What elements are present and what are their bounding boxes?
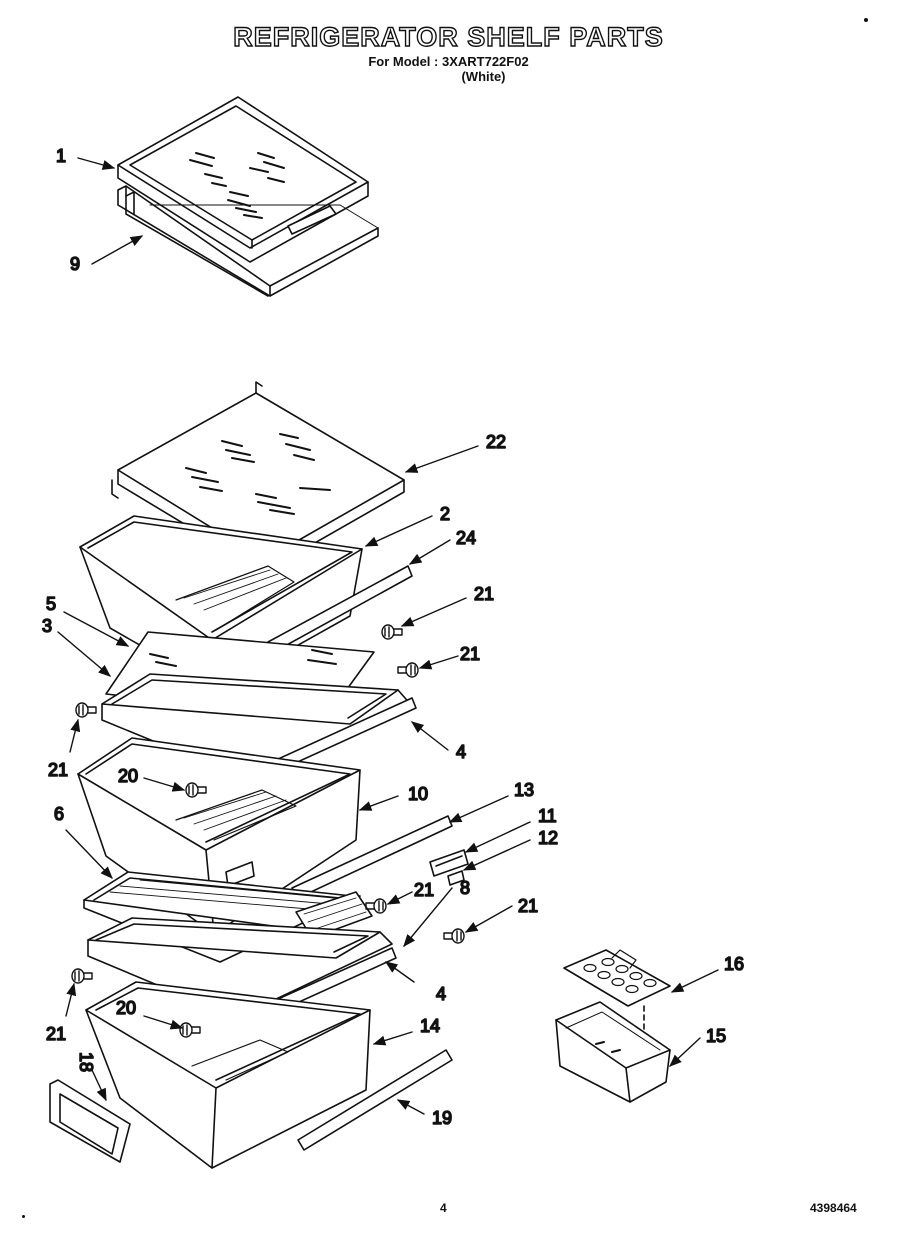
model-line: For Model : 3XART722F02	[368, 54, 529, 69]
callout-21: 21	[518, 896, 538, 916]
part-3-frame	[101, 673, 417, 781]
leader-arrows	[57, 157, 719, 1115]
callout-9: 9	[70, 254, 80, 274]
part-18-plate	[49, 1079, 131, 1163]
callout-22: 22	[486, 432, 506, 452]
fastener-screws	[71, 624, 465, 1038]
corner-mark-bottom-left	[22, 1215, 25, 1218]
page-header: REFRIGERATOR SHELF PARTS For Model : 3XA…	[0, 21, 897, 84]
document-number: 4398464	[810, 1201, 857, 1215]
part-2-crisper	[79, 515, 363, 691]
callout-15: 15	[706, 1026, 726, 1046]
part-1-shelf	[117, 96, 369, 263]
callout-24: 24	[456, 528, 476, 548]
callout-13: 13	[514, 780, 534, 800]
part-22-shelf	[111, 381, 405, 573]
callout-4: 4	[456, 742, 466, 762]
callout-2: 2	[440, 504, 450, 524]
callout-12: 12	[538, 828, 558, 848]
callout-21: 21	[414, 880, 434, 900]
callout-5: 5	[46, 594, 56, 614]
part-10-crisper	[77, 737, 361, 935]
corner-mark-top-right	[864, 18, 868, 22]
part-16-tray-cover	[563, 949, 671, 1007]
callout-14: 14	[420, 1016, 440, 1036]
callout-11: 11	[538, 806, 557, 826]
callout-18: 18	[76, 1052, 96, 1072]
callout-20: 20	[118, 766, 138, 786]
callout-1: 1	[56, 146, 66, 166]
callout-19: 19	[432, 1108, 452, 1128]
part-12-clip	[447, 870, 465, 886]
color-note: (White)	[461, 69, 506, 84]
callout-8: 8	[460, 878, 470, 898]
part-9-frame	[117, 185, 379, 297]
callout-10: 10	[408, 784, 428, 804]
callout-21: 21	[474, 584, 494, 604]
callout-16: 16	[724, 954, 744, 974]
part-15-tray-bin	[555, 1001, 671, 1103]
callout-20: 20	[116, 998, 136, 1018]
callout-labels: 1 9 22 2 24 21 5 3 21 21 4 20 10 13 6 11…	[41, 145, 745, 1129]
page-title: REFRIGERATOR SHELF PARTS	[233, 21, 664, 52]
callout-3: 3	[42, 616, 52, 636]
callout-6: 6	[54, 804, 64, 824]
callout-4: 4	[436, 984, 446, 1004]
callout-21: 21	[46, 1024, 66, 1044]
callout-21: 21	[48, 760, 68, 780]
part-19-trim	[297, 1049, 453, 1151]
callout-21: 21	[460, 644, 480, 664]
part-14-crisper	[85, 981, 371, 1169]
page-number: 4	[440, 1201, 447, 1215]
